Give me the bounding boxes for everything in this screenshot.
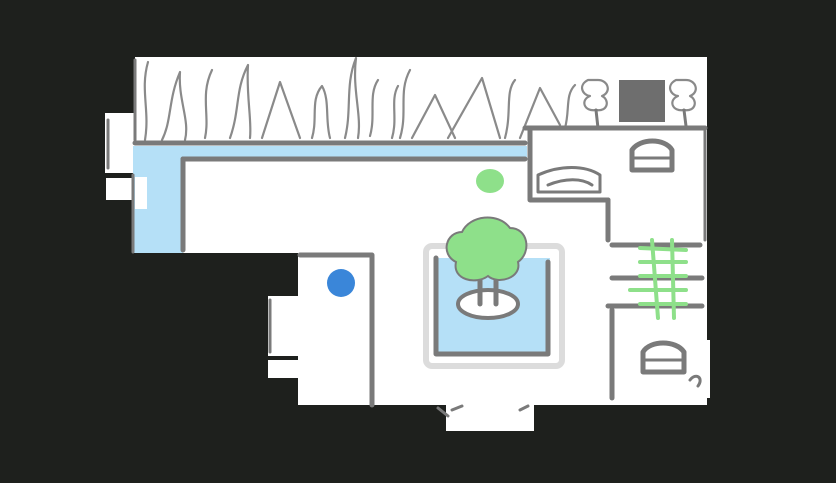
water-gap <box>135 177 147 209</box>
fountain-tree[interactable] <box>445 216 528 282</box>
water-channel-top <box>135 146 527 159</box>
drawer-upper[interactable] <box>629 138 675 173</box>
bushes <box>581 78 697 130</box>
water-channel <box>133 146 527 253</box>
south-exit[interactable] <box>446 400 534 431</box>
floor-details <box>106 118 702 418</box>
ladder[interactable] <box>628 238 688 320</box>
west-door-step <box>268 360 300 378</box>
dark-crate[interactable] <box>619 80 665 122</box>
player-marker[interactable] <box>327 269 355 297</box>
bench-upper[interactable] <box>536 166 602 194</box>
middle-floor <box>135 150 707 253</box>
floor <box>105 57 710 431</box>
grass-tufts <box>143 56 577 142</box>
walls <box>131 58 708 408</box>
west-door[interactable] <box>268 296 300 356</box>
drawer-lower[interactable] <box>640 340 687 375</box>
left-door-top[interactable] <box>105 113 137 173</box>
east-door[interactable] <box>700 340 710 398</box>
goal-marker[interactable] <box>476 169 504 193</box>
